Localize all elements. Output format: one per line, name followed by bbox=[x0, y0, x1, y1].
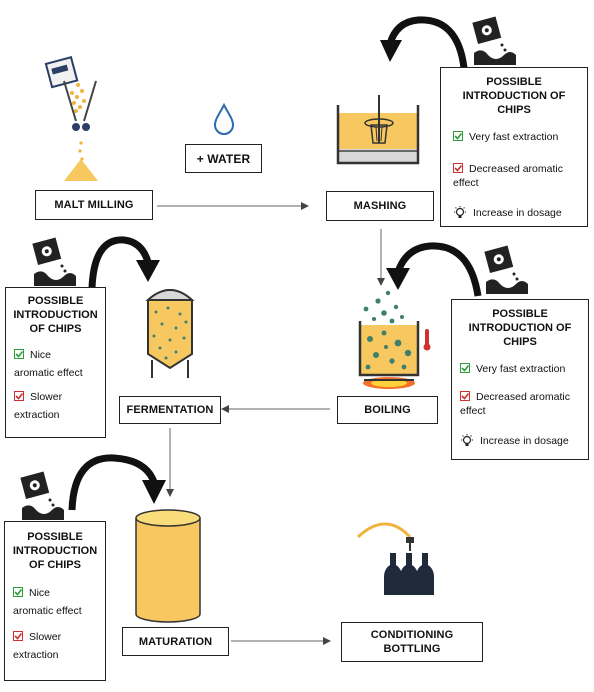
chips-box-title-line: INTRODUCTION OF bbox=[462, 90, 566, 102]
chips-box-title-line: POSSIBLE bbox=[27, 295, 84, 307]
chips-box-item-text: Increase in dosage bbox=[473, 206, 562, 220]
green-check-icon bbox=[14, 349, 24, 359]
bottling-icon bbox=[356, 522, 434, 595]
fermentation-tank-icon bbox=[145, 289, 195, 378]
chips-box-item-line: extraction bbox=[13, 649, 59, 661]
water-step-label: + WATER bbox=[185, 144, 262, 173]
chips-box-item-line: Slower bbox=[30, 391, 63, 403]
chips-box-boiling: POSSIBLE INTRODUCTION OF CHIPS Very fast ex… bbox=[451, 299, 589, 460]
chips-box-item-negative: Decreased aromatic effect bbox=[453, 162, 563, 190]
chips-box-item-positive: Nice aromatic effect bbox=[13, 586, 82, 618]
chips-box-item-positive: Very fast extraction bbox=[453, 130, 558, 144]
chips-box-title-line: POSSIBLE bbox=[486, 76, 542, 88]
chips-box-title: POSSIBLE INTRODUCTION OF CHIPS bbox=[5, 530, 105, 572]
chips-box-maturation: POSSIBLE INTRODUCTION OF CHIPS Nice aromatic… bbox=[4, 521, 106, 681]
conditioning-label: CONDITIONING bbox=[370, 629, 454, 641]
curved-arrow-icon bbox=[68, 454, 166, 511]
chips-box-item-line: Decreased aromatic bbox=[469, 163, 563, 175]
chips-box-mashing: POSSIBLE INTRODUCTION OF CHIPS Very fast ex… bbox=[440, 67, 588, 227]
chips-box-item-line: Nice bbox=[29, 587, 51, 599]
chips-box-title: POSSIBLE INTRODUCTION OF CHIPS bbox=[452, 307, 588, 349]
water-drop-icon bbox=[213, 102, 235, 135]
chips-box-item-text: Nice aromatic effect bbox=[14, 348, 83, 380]
malt-mill-icon bbox=[44, 56, 98, 181]
chips-bag-icon bbox=[32, 237, 76, 286]
lightbulb-icon bbox=[460, 434, 474, 448]
chips-box-title-line: INTRODUCTION bbox=[12, 545, 98, 557]
chips-box-item-neutral: Increase in dosage bbox=[460, 434, 569, 448]
curved-arrow-icon bbox=[380, 16, 468, 69]
chips-box-item-negative: Slower extraction bbox=[14, 390, 62, 422]
chips-box-item-line: effect bbox=[460, 405, 486, 417]
chips-box-item-line: aromatic effect bbox=[13, 605, 82, 617]
chips-box-title: POSSIBLE INTRODUCTION OF CHIPS bbox=[441, 75, 587, 117]
chips-box-item-line: effect bbox=[453, 177, 479, 189]
chips-bag-icon bbox=[20, 471, 64, 520]
bottling-label: BOTTLING bbox=[383, 643, 441, 655]
chips-box-item-line: Slower bbox=[29, 631, 62, 643]
chips-box-fermentation: POSSIBLE INTRODUCTION OF CHIPS Nice aromatic… bbox=[5, 287, 106, 438]
chips-box-item-positive: Very fast extraction bbox=[460, 362, 565, 376]
conditioning-bottling-step: CONDITIONING BOTTLING bbox=[341, 622, 483, 662]
chips-bag-icon bbox=[484, 245, 528, 294]
chips-box-title-line: OF CHIPS bbox=[29, 323, 82, 335]
mashing-step: MASHING bbox=[326, 191, 434, 221]
chips-box-item-text: Very fast extraction bbox=[476, 362, 565, 376]
fermentation-step: FERMENTATION bbox=[119, 396, 221, 424]
chips-box-item-text: Increase in dosage bbox=[480, 434, 569, 448]
chips-box-item-negative: Slower extraction bbox=[13, 630, 61, 662]
chips-box-item-line: Very fast extraction bbox=[469, 131, 559, 143]
chips-box-item-text: Slower extraction bbox=[14, 390, 63, 422]
chips-bag-icon bbox=[472, 16, 516, 65]
boiling-step: BOILING bbox=[337, 396, 438, 424]
red-check-icon bbox=[460, 391, 470, 401]
green-check-icon bbox=[453, 131, 463, 141]
maturation-step: MATURATION bbox=[122, 627, 229, 656]
red-check-icon bbox=[14, 391, 24, 401]
chips-box-item-text: Decreased aromatic effect bbox=[453, 162, 563, 190]
chips-box-item-line: extraction bbox=[14, 409, 60, 421]
chips-box-item-negative: Decreased aromatic effect bbox=[460, 390, 570, 418]
chips-box-item-line: Very fast extraction bbox=[476, 363, 566, 375]
curved-arrow-icon bbox=[88, 236, 160, 289]
chips-box-item-line: aromatic effect bbox=[14, 367, 83, 379]
boiling-kettle-icon bbox=[358, 290, 431, 389]
chips-box-item-text: Decreased aromatic effect bbox=[460, 390, 570, 418]
chips-box-item-line: Decreased aromatic bbox=[476, 391, 570, 403]
red-check-icon bbox=[453, 163, 463, 173]
lightbulb-icon bbox=[453, 206, 467, 220]
chips-box-title-line: CHIPS bbox=[497, 104, 531, 116]
chips-box-title: POSSIBLE INTRODUCTION OF CHIPS bbox=[6, 294, 105, 336]
mash-tun-icon bbox=[336, 95, 420, 165]
chips-box-title-line: INTRODUCTION bbox=[13, 309, 98, 321]
chips-box-title-line: POSSIBLE bbox=[492, 308, 548, 320]
chips-box-item-text: Very fast extraction bbox=[469, 130, 558, 144]
chips-box-item-neutral: Increase in dosage bbox=[453, 206, 562, 220]
chips-box-item-line: Nice bbox=[30, 349, 52, 361]
chips-box-item-positive: Nice aromatic effect bbox=[14, 348, 83, 380]
malt-milling-step: MALT MILLING bbox=[35, 190, 153, 220]
green-check-icon bbox=[460, 363, 470, 373]
green-check-icon bbox=[13, 587, 23, 597]
chips-box-title-line: POSSIBLE bbox=[27, 531, 83, 543]
curved-arrow-icon bbox=[386, 242, 482, 297]
chips-box-title-line: OF CHIPS bbox=[29, 559, 81, 571]
chips-box-title-line: CHIPS bbox=[503, 336, 537, 348]
chips-box-item-line: Increase in dosage bbox=[473, 207, 562, 219]
chips-box-item-text: Nice aromatic effect bbox=[13, 586, 82, 618]
chips-box-title-line: INTRODUCTION OF bbox=[468, 322, 572, 334]
chips-box-item-text: Slower extraction bbox=[13, 630, 62, 662]
chips-box-item-line: Increase in dosage bbox=[480, 435, 569, 447]
red-check-icon bbox=[13, 631, 23, 641]
maturation-tank-icon bbox=[135, 509, 201, 623]
